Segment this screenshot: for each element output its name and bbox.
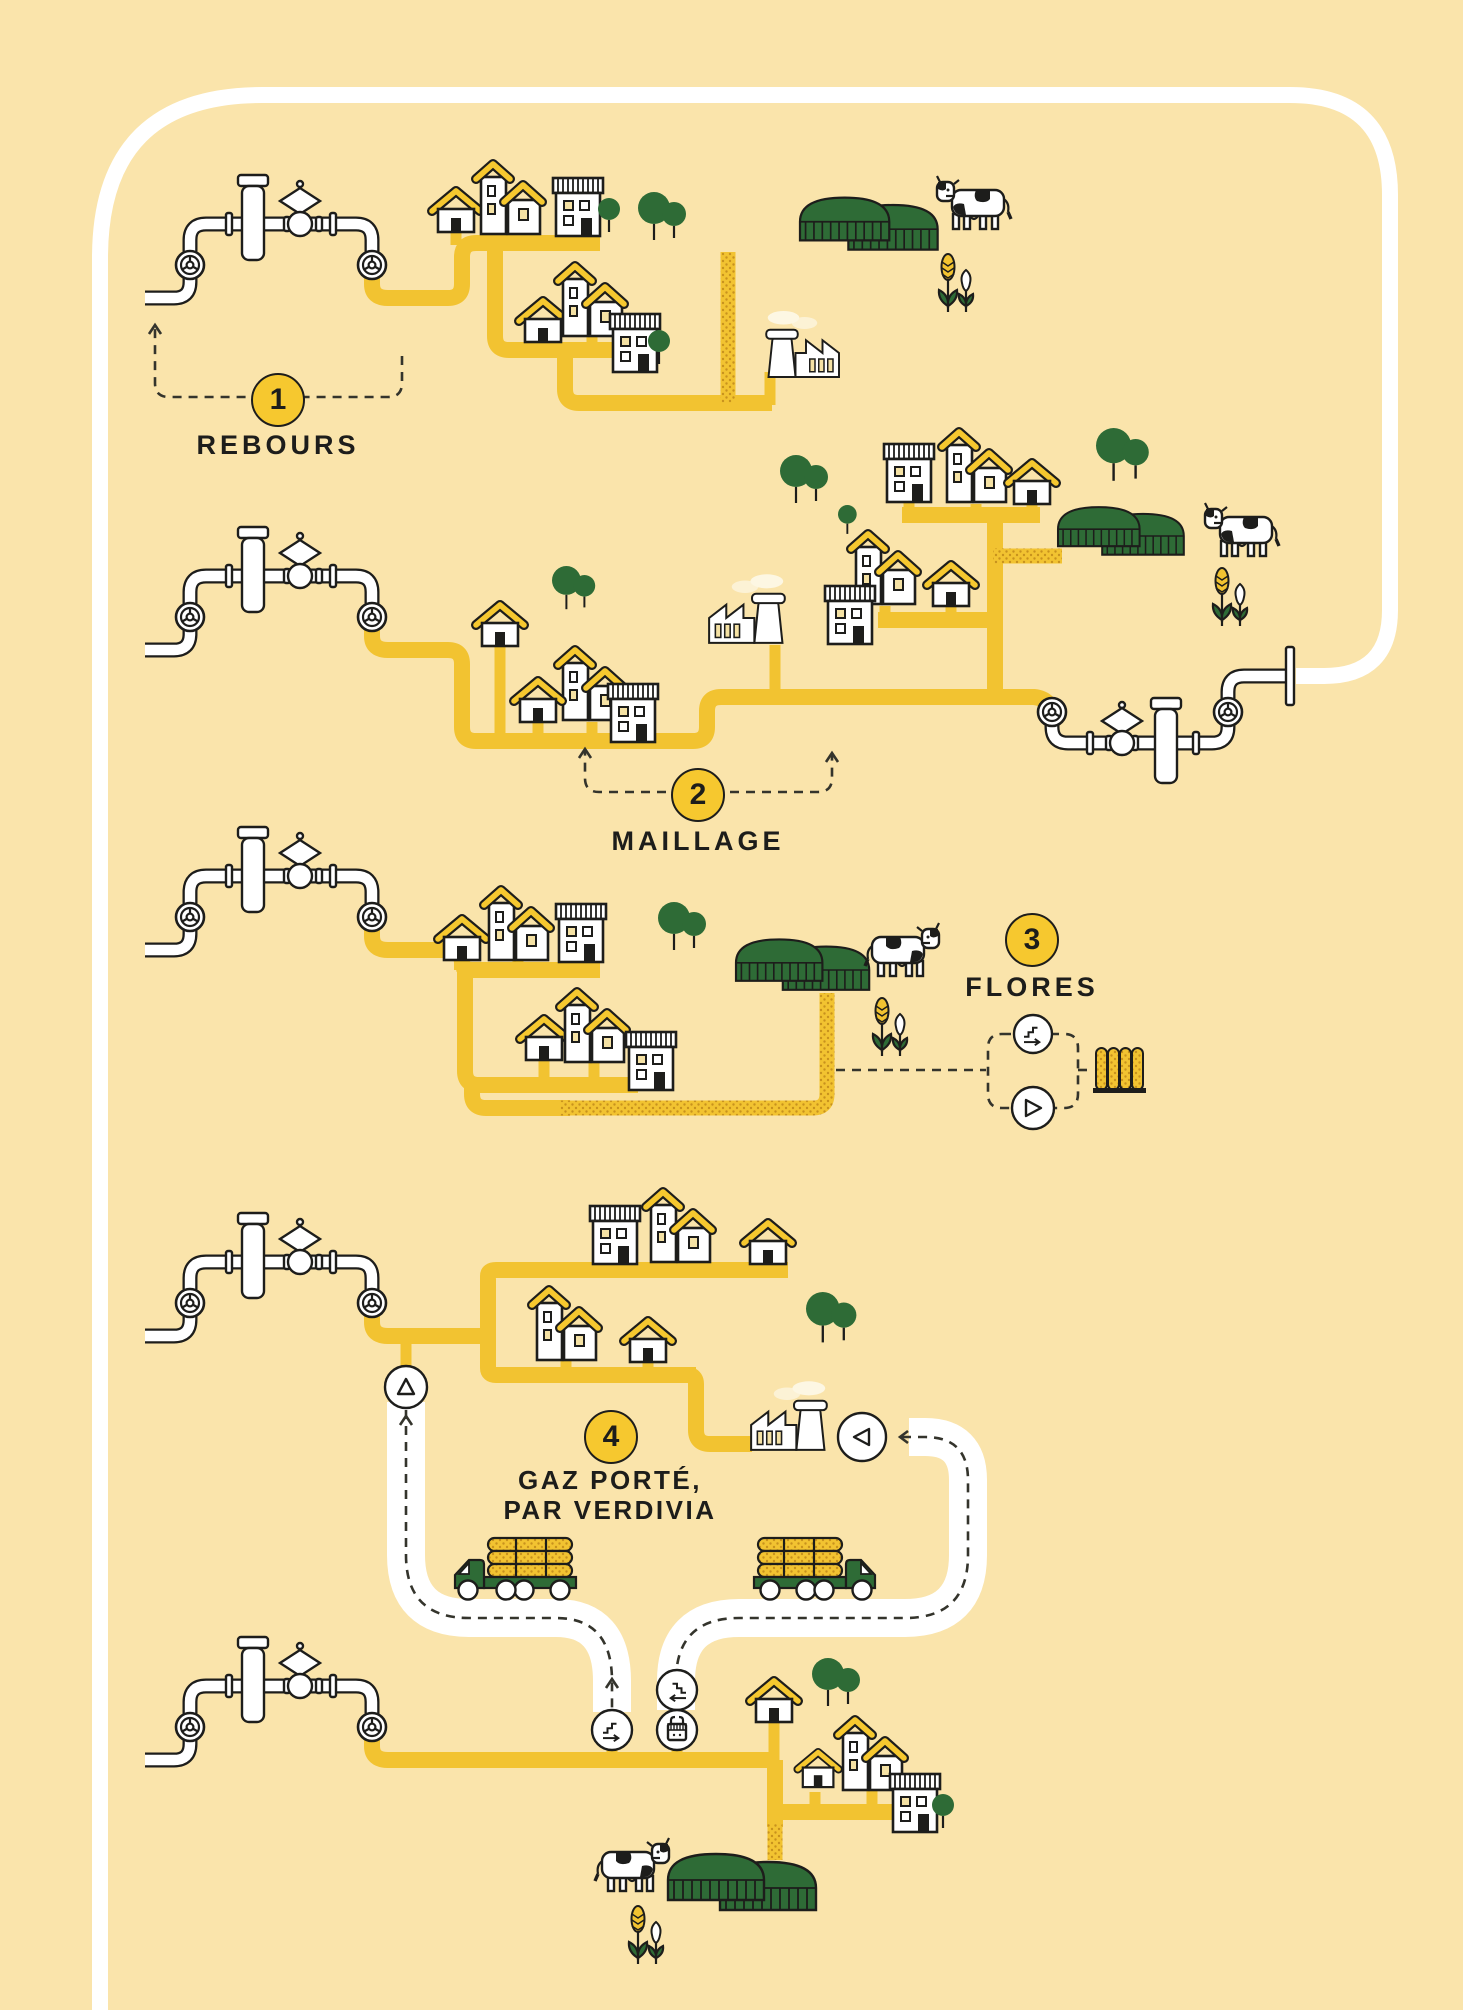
section-2-maillage [145,426,1296,794]
section-4-label-line1: GAZ PORTÉ, [518,1465,702,1495]
village-1 [432,164,688,374]
biogas-plant-icon [798,196,939,251]
gas-truck-icon [453,1536,578,1601]
wheat-icon [1211,566,1249,628]
cow-icon [1203,501,1281,558]
tree-icon [804,1290,858,1344]
house-icon [432,191,480,232]
cow-icon [593,1836,671,1893]
tree-icon [1094,426,1151,483]
pressure-regulation-station-2 [145,527,407,650]
tree-icon [636,190,688,242]
section-1-label: REBOURS [196,430,360,460]
house-icon [484,890,550,960]
pressure-step-down-icon [655,1668,699,1712]
pipe-network-2 [398,502,1062,749]
biomethane-pipe-3 [560,993,835,1116]
section-1-badge: 1 [251,373,305,427]
house-icon [560,992,626,1062]
wheat-icon [937,252,975,314]
transmission-trunk-pipe [92,87,1398,2010]
flores-loop [836,1013,1146,1131]
house-icon [514,681,562,722]
apartment-icon [624,1030,678,1092]
apartment-icon [606,682,660,744]
pressure-regulation-station-5 [145,1637,407,1760]
apartment-icon [554,902,608,964]
tree-icon [778,453,830,505]
apartment-icon [882,442,936,504]
house-icon [744,1223,792,1264]
gas-cylinder-bundle-icon [1093,1047,1146,1093]
wheat-icon [871,996,909,1058]
pressure-regulation-station-1 [145,175,407,298]
house-icon [532,1290,598,1360]
house-icon [798,1752,839,1787]
pipe-network-4 [398,1262,788,1452]
rebours-bracket [147,322,404,399]
village-3 [438,890,708,1092]
house-icon [519,301,567,342]
wheat-icon [627,1904,665,1966]
biogas-plant-icon [666,1852,818,1912]
section-4-label-line2: PAR VERDIVIA [503,1494,717,1525]
compressor-loading-station-icon [383,1364,429,1410]
section-3-flores [145,827,1146,1131]
tree-icon [810,1656,862,1708]
tree-icon [551,565,597,611]
delivery-station-icon [836,1411,888,1463]
apartment-icon [823,584,877,646]
network-connection-station [1036,645,1296,785]
pressure-regulation-station-4 [145,1213,407,1336]
pressure-step-up-icon [590,1708,634,1752]
tree-icon [656,900,708,952]
section-1-rebours [145,164,1013,411]
house-icon [1008,463,1056,504]
house-icon [476,605,524,646]
section-4-badge: 4 [584,1410,638,1464]
factory-icon [765,310,840,378]
house-icon [624,1321,672,1362]
cow-icon [863,921,941,978]
tree-icon [837,504,858,535]
section-2-label: MAILLAGE [611,826,785,856]
house-icon [476,164,542,234]
house-icon [520,1019,568,1060]
section-4-gaz-porte [145,1192,888,1463]
section-2-badge: 2 [671,768,725,822]
section-4-label: GAZ PORTÉ, PAR VERDIVIA [503,1465,717,1526]
house-icon [750,1681,798,1722]
biogas-plant-icon [1056,506,1185,556]
gas-truck-icon [752,1536,877,1601]
section-3-label: FLORES [965,972,1099,1002]
apartment-icon [588,1204,642,1266]
compressor-triangle-icon [1010,1085,1056,1131]
biogas-plant-icon [734,938,871,991]
house-icon [927,565,975,606]
section-3-badge: 3 [1005,913,1059,967]
house-icon [438,919,486,960]
factory-icon [750,1380,828,1451]
pressure-regulation-station-3 [145,827,407,950]
house-icon [646,1192,712,1262]
cow-icon [935,174,1013,231]
section-5-delivery-network [145,1536,956,1966]
truck-roads [387,1402,987,1712]
pressure-step-up-icon [1012,1013,1054,1055]
apartment-icon [551,176,605,238]
house-icon [942,432,1008,502]
maillage-bracket [577,746,840,794]
factory-icon [708,573,786,644]
